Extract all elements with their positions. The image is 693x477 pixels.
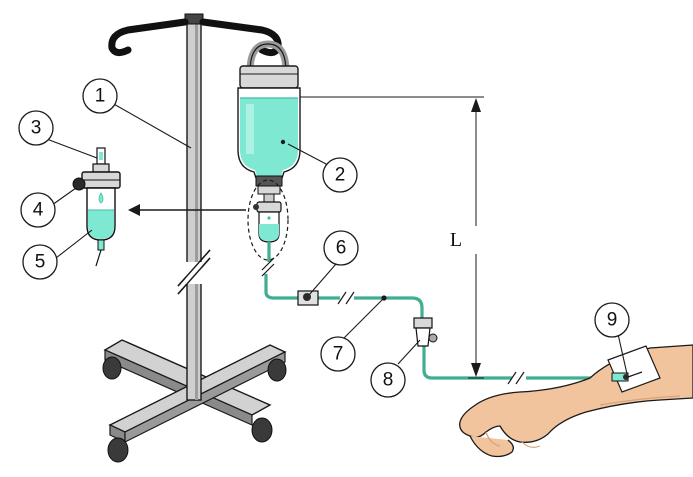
svg-text:9: 9 bbox=[607, 310, 618, 331]
callout-1: 1 bbox=[82, 78, 118, 114]
svg-text:2: 2 bbox=[335, 165, 346, 186]
svg-text:7: 7 bbox=[333, 344, 344, 365]
infusion-tube bbox=[261, 242, 620, 385]
wheel-back-right bbox=[267, 358, 287, 382]
patient-arm bbox=[459, 344, 693, 458]
stand-wheels bbox=[102, 356, 287, 463]
tube-segment-upper bbox=[264, 242, 300, 300]
drip-chamber-inline bbox=[247, 179, 289, 261]
detail-highlight-ellipse bbox=[247, 179, 289, 261]
infusion-bottle bbox=[237, 40, 301, 195]
wheel-front-left bbox=[102, 356, 122, 380]
air-vent-knob bbox=[72, 177, 86, 191]
dimension-label-l: L bbox=[450, 229, 462, 251]
iv-cannula bbox=[611, 371, 643, 382]
svg-text:3: 3 bbox=[31, 118, 42, 139]
roller-clamp bbox=[297, 290, 319, 306]
callout-4: 4 bbox=[20, 192, 56, 228]
injection-port bbox=[413, 317, 438, 347]
callout-3: 3 bbox=[18, 110, 54, 146]
wheel-front-right bbox=[251, 417, 273, 443]
callout-5: 5 bbox=[22, 244, 58, 280]
callout-9: 9 bbox=[594, 302, 630, 338]
callout-6: 6 bbox=[323, 230, 359, 266]
svg-text:1: 1 bbox=[95, 86, 106, 107]
wheel-back-left bbox=[107, 437, 129, 463]
leader-lines bbox=[43, 102, 628, 375]
svg-text:4: 4 bbox=[33, 200, 44, 221]
callout-8: 8 bbox=[370, 362, 406, 398]
callout-7: 7 bbox=[320, 336, 356, 372]
bottle-fluid bbox=[240, 98, 298, 176]
tube-break-marks bbox=[261, 257, 525, 385]
svg-text:5: 5 bbox=[35, 252, 46, 273]
iv-stand bbox=[102, 13, 287, 463]
callout-2: 2 bbox=[322, 157, 358, 193]
svg-text:8: 8 bbox=[383, 370, 394, 391]
pole-break-mark bbox=[177, 249, 211, 295]
drip-chamber-detail bbox=[72, 147, 121, 267]
arm-skin bbox=[459, 344, 693, 443]
height-dimension: L bbox=[300, 96, 488, 379]
svg-text:6: 6 bbox=[336, 238, 347, 259]
detail-arrow bbox=[128, 204, 246, 216]
